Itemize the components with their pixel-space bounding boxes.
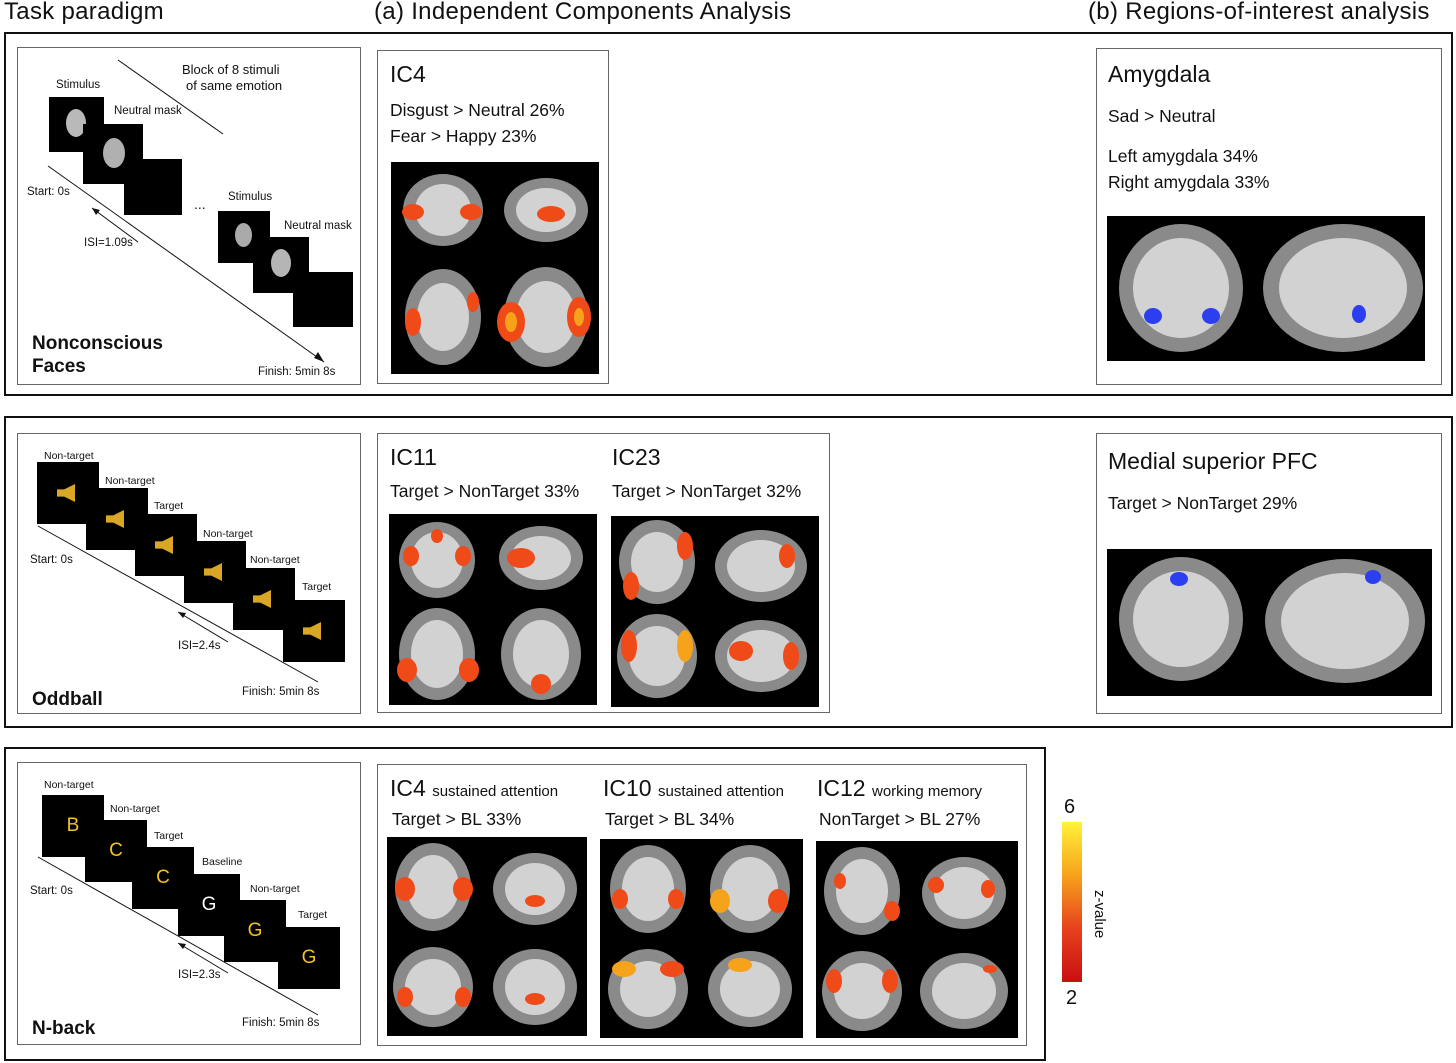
nback-stim-label: Non-target	[250, 883, 300, 895]
brain-map	[611, 516, 819, 707]
colorbar	[1062, 822, 1082, 982]
roi-panel-pfc: Medial superior PFC Target > NonTarget 2…	[1096, 433, 1442, 714]
mask-stimulus-1	[124, 159, 182, 215]
ic-contrast: NonTarget > BL 27%	[819, 809, 981, 829]
task-name: Oddball	[32, 689, 103, 710]
task-paradigm-header: Task paradigm	[4, 0, 164, 25]
nback-timeline	[37, 856, 319, 1016]
nback-stim-label: Non-target	[44, 779, 94, 791]
colorbar-max: 6	[1064, 796, 1076, 818]
task-panel-faces: Stimulus Neutral mask Block of 8 stimuli…	[17, 47, 361, 385]
roi-brain-map	[1107, 549, 1432, 696]
colorbar-min: 2	[1066, 987, 1078, 1009]
face-stimulus-4	[253, 237, 309, 293]
neutral-mask-label-2: Neutral mask	[284, 220, 352, 232]
neutral-mask-label: Neutral mask	[114, 105, 182, 117]
ellipsis: ...	[194, 196, 206, 212]
row-nonconscious-faces	[4, 32, 1453, 396]
ic-contrast: Target > BL 33%	[392, 809, 522, 829]
letter-stimulus: G	[278, 927, 340, 989]
ic-contrast: Target > BL 34%	[605, 809, 735, 829]
start-label: Start: 0s	[30, 885, 73, 897]
nback-stim-label: Target	[298, 909, 328, 921]
roi-values: Left amygdala 34%Right amygdala 33%	[1108, 146, 1270, 192]
nback-stim-label: Non-target	[110, 803, 160, 815]
oddball-stim-label: Non-target	[203, 528, 253, 540]
start-label: Start: 0s	[30, 554, 73, 566]
oddball-stim-label: Target	[154, 500, 184, 512]
timeline-arrows	[47, 59, 325, 363]
brain-map	[600, 839, 803, 1038]
oddball-stim-label: Target	[302, 581, 332, 593]
colorbar-label: z-value	[1091, 890, 1108, 939]
task-panel-nback: Non-target Non-target Target Baseline No…	[17, 762, 361, 1045]
ic-contrast: Target > NonTarget 32%	[612, 481, 802, 501]
stimulus-label-2: Stimulus	[228, 191, 273, 203]
ic-contrast: Disgust > Neutral 26%Fear > Happy 23%	[390, 100, 565, 146]
task-name: N-back	[32, 1018, 96, 1039]
ic-title: IC4	[390, 61, 426, 87]
roi-title: Amygdala	[1108, 61, 1211, 87]
speaker-stimulus	[283, 600, 345, 662]
oddball-stim-label: Non-target	[44, 450, 94, 462]
oddball-timeline	[37, 525, 319, 683]
stimulus-label: Stimulus	[56, 79, 101, 91]
brain-map	[387, 837, 587, 1036]
start-label: Start: 0s	[27, 186, 70, 198]
finish-label: Finish: 5min 8s	[242, 686, 320, 698]
finish-label: Finish: 5min 8s	[258, 366, 336, 378]
isi-label: ISI=2.3s	[178, 969, 221, 981]
roi-header: (b) Regions-of-interest analysis	[1088, 0, 1430, 25]
ica-panel-nback: IC4 sustained attention Target > BL 33% …	[377, 764, 1027, 1046]
roi-title: Medial superior PFC	[1108, 448, 1318, 474]
task-panel-oddball: Non-target Non-target Target Non-target …	[17, 433, 361, 714]
ic-title: IC10 sustained attention	[603, 775, 784, 801]
roi-contrast: Sad > Neutral	[1108, 106, 1216, 126]
oddball-stim-label: Non-target	[250, 554, 300, 566]
speaker-stimulus	[233, 568, 295, 630]
ic-contrast: Target > NonTarget 33%	[390, 481, 580, 501]
letter-stimulus: G	[224, 900, 286, 962]
nback-stim-label: Baseline	[202, 856, 243, 868]
finish-label: Finish: 5min 8s	[242, 1017, 320, 1029]
ic-title: IC4 sustained attention	[390, 775, 559, 801]
nback-stim-label: Target	[154, 830, 184, 842]
ica-panel-oddball: IC11 Target > NonTarget 33% IC23 Target …	[377, 433, 830, 713]
isi-label: ISI=2.4s	[178, 640, 221, 652]
roi-brain-map	[1107, 216, 1425, 361]
brain-map	[389, 514, 597, 705]
roi-panel-amygdala: Amygdala Sad > Neutral Left amygdala 34%…	[1096, 48, 1442, 385]
brain-map	[816, 841, 1018, 1038]
row-nback	[4, 747, 1046, 1061]
mask-stimulus-2	[293, 272, 353, 327]
row-oddball	[4, 416, 1453, 728]
ica-header: (a) Independent Components Analysis	[374, 0, 792, 25]
ic-title: IC11	[390, 444, 437, 470]
oddball-stim-label: Non-target	[105, 475, 155, 487]
ica-panel-ic4-faces: IC4 Disgust > Neutral 26%Fear > Happy 23…	[377, 50, 609, 384]
ic-title: IC12 working memory	[817, 775, 983, 801]
isi-label: ISI=1.09s	[84, 237, 133, 249]
roi-contrast: Target > NonTarget 29%	[1108, 493, 1298, 513]
brain-map	[391, 162, 599, 374]
ic-title: IC23	[612, 444, 661, 470]
